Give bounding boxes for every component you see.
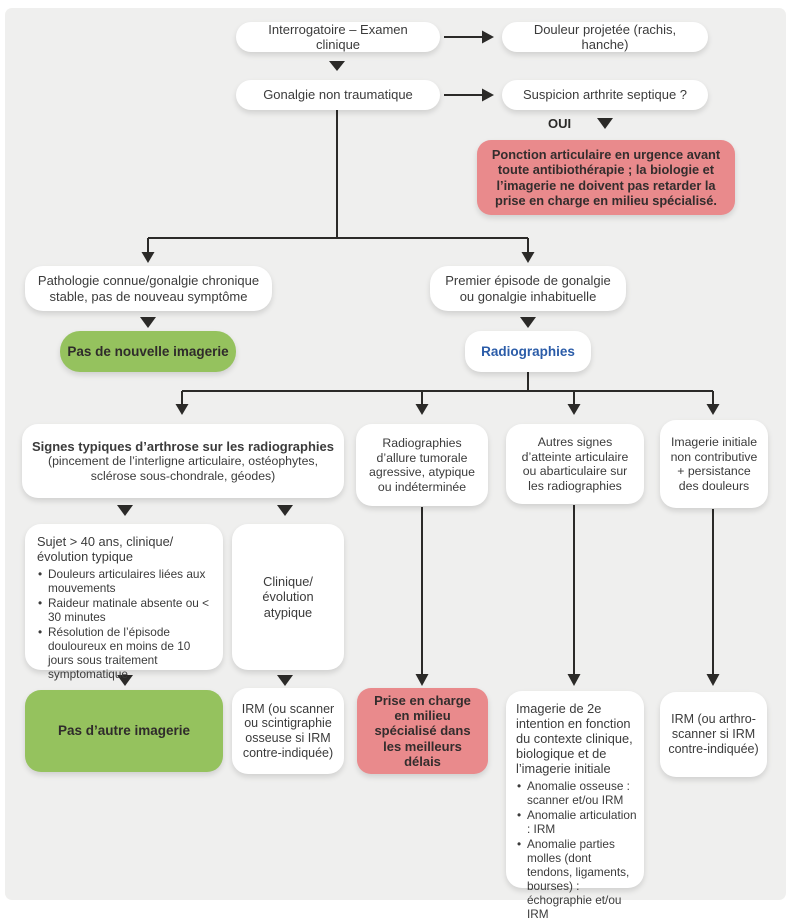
col1-subtitle: (pincement de l’interligne articulaire, …: [48, 454, 318, 483]
node-radio-tumorale: Radiographies d’allure tumorale agressiv…: [356, 424, 488, 506]
node-interrogatoire: Interrogatoire – Examen clinique: [236, 22, 440, 52]
node-irm-scanner-scinti: IRM (ou scanner ou scintigraphie osseuse…: [232, 688, 344, 774]
sujet-bullet: Résolution de l’épisode douloureux en mo…: [37, 625, 215, 682]
col1-title: Signes typiques d’arthrose sur les radio…: [32, 438, 334, 454]
node-clinique-atypique: Clinique/ évolution atypique: [232, 524, 344, 670]
node-premier-episode: Premier épisode de gonalgie ou gonalgie …: [430, 266, 626, 311]
node-pas-de-nouvelle-imagerie: Pas de nouvelle imagerie: [60, 331, 236, 372]
node-gonalgie-non-traumatique: Gonalgie non traumatique: [236, 80, 440, 110]
sujet-bullet-list: Douleurs articulaires liées aux mouvemen…: [37, 567, 215, 681]
node-suspicion-arthrite: Suspicion arthrite septique ?: [502, 80, 708, 110]
node-ponction-urgence: Ponction articulaire en urgence avant to…: [477, 140, 735, 215]
node-pas-d-autre-imagerie: Pas d’autre imagerie: [25, 690, 223, 772]
node-irm-arthro-scanner: IRM (ou arthro-scanner si IRM contre-ind…: [660, 692, 767, 777]
imagerie2-title: Imagerie de 2e intention en fonction du …: [516, 701, 633, 777]
node-prise-en-charge: Prise en charge en milieu spécialisé dan…: [357, 688, 488, 774]
sujet-title: Sujet > 40 ans, clinique/ évolution typi…: [37, 534, 174, 565]
imagerie2-bullet: Anomalie parties molles (dont tendons, l…: [516, 837, 638, 921]
node-douleur-projetee: Douleur projetée (rachis, hanche): [502, 22, 708, 52]
imagerie2-bullet: Anomalie articulation : IRM: [516, 808, 638, 837]
sujet-bullet: Raideur matinale absente ou < 30 minutes: [37, 596, 215, 625]
oui-label: OUI: [548, 116, 572, 131]
imagerie2-bullet: Anomalie osseuse : scanner et/ou IRM: [516, 780, 638, 808]
node-imagerie-non-contributive: Imagerie initiale non contributive + per…: [660, 420, 768, 508]
node-radiographies: Radiographies: [465, 331, 591, 372]
node-autres-signes: Autres signes d’atteinte articulaire ou …: [506, 424, 644, 504]
imagerie2-bullet-list: Anomalie osseuse : scanner et/ou IRM Ano…: [516, 779, 638, 921]
sujet-bullet: Douleurs articulaires liées aux mouvemen…: [37, 567, 215, 596]
node-pathologie-connue: Pathologie connue/gonalgie chronique sta…: [25, 266, 272, 311]
